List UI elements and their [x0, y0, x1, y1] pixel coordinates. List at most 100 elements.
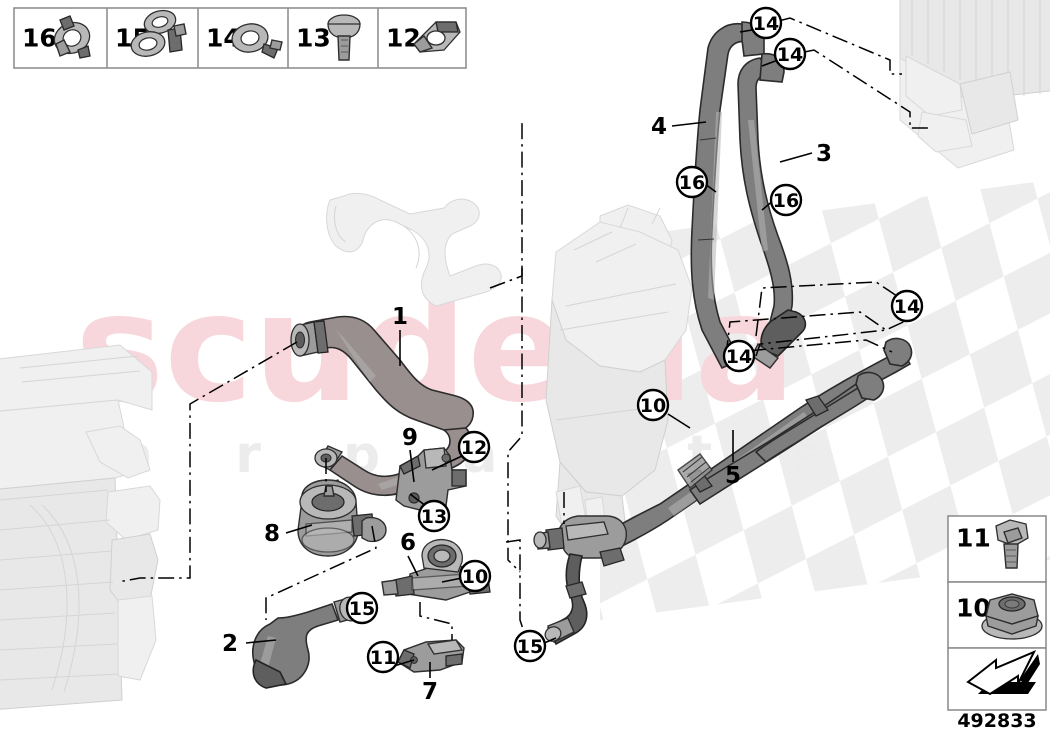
hex-flange-nut-icon — [981, 593, 1043, 640]
callout-circle — [675, 165, 709, 199]
callout-circle — [366, 640, 400, 674]
legend-number-16: 16 — [22, 24, 57, 53]
callout-water-valve-6-c6[interactable]: 6 — [400, 530, 416, 556]
leader-valve-to-clamp15 — [505, 539, 525, 633]
leader-hose1-to-radiator — [117, 341, 298, 583]
part-coolant-hose-3[interactable] — [737, 52, 807, 369]
callout-circle — [722, 339, 756, 373]
callout-number: 1 — [392, 304, 408, 330]
callout-number: 11 — [370, 647, 396, 669]
leader-num-11 — [393, 659, 415, 667]
callout-spring-clip-12-c12[interactable]: 12 — [457, 430, 491, 464]
callout-number: 14 — [753, 13, 779, 35]
heat-exchanger-ghost — [899, 0, 1050, 169]
callout-flange-nut-10-c10a[interactable]: 10 — [636, 388, 670, 422]
callout-circle — [345, 591, 379, 625]
ghost-hose-upper — [326, 192, 502, 307]
leader-num-12 — [431, 455, 463, 471]
leader-hose3-to-exchanger — [775, 49, 928, 129]
callout-coolant-line-5-c5[interactable]: 5 — [725, 463, 741, 489]
callout-hose-clamp-14-c14d[interactable]: 14 — [722, 339, 756, 373]
part-auxiliary-water-pump-8[interactable] — [297, 479, 387, 557]
legend-number-13: 13 — [296, 24, 331, 53]
callout-number: 16 — [773, 190, 799, 212]
callout-coolant-hose-2-c2[interactable]: 2 — [222, 631, 238, 657]
callout-number: 6 — [400, 530, 416, 556]
radiator-ghost — [0, 344, 161, 710]
callout-bracket-7-c7[interactable]: 7 — [422, 679, 438, 705]
leader-num-9 — [409, 449, 415, 483]
part-coolant-line-5[interactable] — [533, 337, 913, 646]
callout-hose-clamp-14-c14a[interactable]: 14 — [749, 6, 783, 40]
hex-bolt-icon — [995, 519, 1029, 569]
callout-hex-bolt-11-c11a[interactable]: 11 — [366, 640, 400, 674]
leader-num-6 — [407, 555, 419, 577]
spring-clip-icon — [413, 21, 461, 53]
leader-num-4 — [671, 121, 707, 127]
callout-double-hose-clamp-15-c15b[interactable]: 15 — [513, 629, 547, 663]
callout-number: 14 — [777, 44, 803, 66]
callout-circle — [457, 430, 491, 464]
part-coolant-hose-1[interactable] — [290, 315, 474, 497]
part-water-valve-6[interactable] — [381, 538, 491, 601]
spring-hose-clamp-icon — [53, 15, 91, 59]
callout-number: 8 — [264, 521, 280, 547]
callout-number: 10 — [640, 395, 666, 417]
callout-spring-hose-clamp-16-c16a[interactable]: 16 — [675, 165, 709, 199]
leader-num-14a — [739, 29, 753, 33]
leader-pump-to-hose2 — [265, 525, 377, 620]
callout-number: 4 — [651, 114, 667, 140]
callout-flange-nut-10-c10b[interactable]: 10 — [458, 559, 492, 593]
leader-valve-to-bracket7 — [419, 602, 453, 640]
callout-number: 15 — [517, 636, 543, 658]
callout-number: 15 — [349, 598, 375, 620]
callout-coolant-hose-3-c3[interactable]: 3 — [816, 141, 832, 167]
leader-num-2 — [245, 639, 277, 644]
leader-hose4-to-exchanger — [751, 17, 902, 75]
callout-round-head-bolt-13-c13[interactable]: 13 — [417, 499, 451, 533]
callout-circle — [749, 6, 783, 40]
callout-number: 3 — [816, 141, 832, 167]
leader-num-10b — [441, 577, 463, 583]
callout-coolant-hose-1-c1[interactable]: 1 — [392, 304, 408, 330]
round-head-bolt-icon — [327, 14, 361, 61]
callout-number: 14 — [894, 296, 920, 318]
callout-coolant-hose-4-c4[interactable]: 4 — [651, 114, 667, 140]
callout-circle — [636, 388, 670, 422]
part-coolant-hose-4[interactable] — [690, 21, 765, 370]
diagram-id: 492833 — [957, 710, 1036, 732]
callout-circle — [773, 37, 807, 71]
callout-number: 5 — [725, 463, 741, 489]
callout-double-hose-clamp-15-c15a[interactable]: 15 — [345, 591, 379, 625]
callout-number: 10 — [462, 566, 488, 588]
callout-circle — [513, 629, 547, 663]
callout-number: 13 — [421, 506, 447, 528]
legend-number-10: 10 — [956, 594, 991, 623]
leader-num-3 — [779, 152, 813, 163]
callout-circle — [458, 559, 492, 593]
callout-number: 12 — [461, 437, 487, 459]
legend-number-12: 12 — [386, 24, 421, 53]
leader-clamp14-upper — [755, 281, 901, 337]
callout-bracket-9-c9[interactable]: 9 — [402, 425, 418, 451]
callout-auxiliary-water-pump-8-c8[interactable]: 8 — [264, 521, 280, 547]
callout-number: 7 — [422, 679, 438, 705]
callout-circle — [417, 499, 451, 533]
callout-number: 16 — [679, 172, 705, 194]
callout-circle — [890, 289, 924, 323]
callout-hose-clamp-14-c14c[interactable]: 14 — [890, 289, 924, 323]
callout-number: 2 — [222, 631, 238, 657]
direction-arrow-symbol — [966, 650, 1040, 696]
legend-number-11: 11 — [956, 524, 991, 553]
callout-spring-hose-clamp-16-c16b[interactable]: 16 — [769, 183, 803, 217]
hose-clamp-icon — [231, 23, 283, 59]
callout-number: 14 — [726, 346, 752, 368]
leader-num-10a — [667, 413, 691, 429]
callout-hose-clamp-14-c14b[interactable]: 14 — [773, 37, 807, 71]
